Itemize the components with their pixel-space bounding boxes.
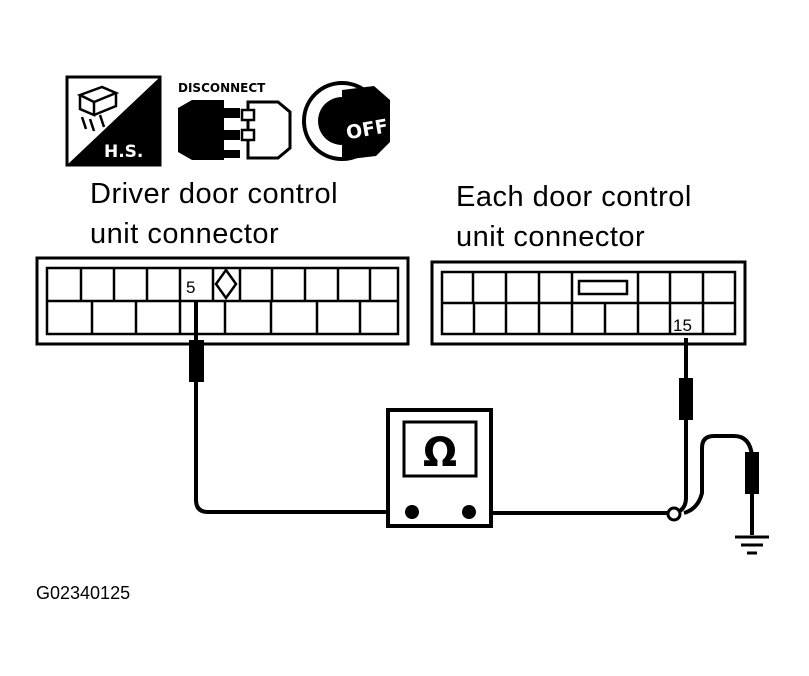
ignition-off-key-icon: OFF [302,81,390,161]
meter-terminal-left [405,505,419,519]
driver-connector-title-line1: Driver door control [90,178,338,210]
driver-connector-title-line2: unit connector [90,218,279,250]
driver-connector-pin-label: 5 [186,278,195,297]
driver-door-connector: 5 [35,256,410,346]
connector-key-diamond-icon [214,267,238,301]
ground-icon [735,535,769,555]
each-connector-title-line2: unit connector [456,221,645,253]
disconnect-label: DISCONNECT [178,81,266,95]
ground-probe [745,452,759,494]
ohmmeter: Ω [386,408,493,528]
each-connector-title-line1: Each door control [456,181,692,213]
meter-terminal-right [462,505,476,519]
disconnect-connector-icon: DISCONNECT [178,81,292,160]
right-probe [679,378,693,420]
each-connector-pin-label: 15 [673,316,692,335]
each-door-connector: 15 [430,260,747,346]
left-probe [189,340,204,382]
harness-hs-icon: H.S. [65,75,162,167]
harness-hs-label: H.S. [104,142,143,162]
ohm-symbol-icon: Ω [423,430,457,476]
junction-node [666,506,682,522]
figure-code: G02340125 [36,583,130,603]
